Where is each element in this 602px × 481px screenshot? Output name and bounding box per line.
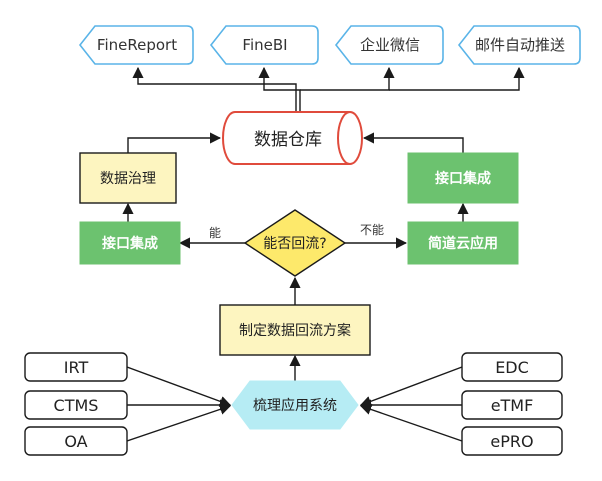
warehouse-label: 数据仓库 xyxy=(254,130,322,150)
decision-diamond: 能否回流? xyxy=(243,209,347,277)
edge-label-no: 不能 xyxy=(360,223,384,237)
system-label: CTMS xyxy=(54,396,99,415)
plan-label: 制定数据回流方案 xyxy=(239,322,351,339)
system-box-edc: EDC xyxy=(461,352,563,382)
connectors xyxy=(122,66,525,442)
sort-systems-hexagon: 梳理应用系统 xyxy=(231,380,359,430)
interface-label: 接口集成 xyxy=(102,235,158,252)
output-label: 邮件自动推送 xyxy=(475,36,565,54)
output-label: FineReport xyxy=(97,36,177,54)
jiandao-label: 简道云应用 xyxy=(428,235,498,252)
system-label: eTMF xyxy=(491,396,534,415)
system-box-epro: ePRO xyxy=(461,426,563,456)
jiandao-cloud-app: 简道云应用 xyxy=(407,221,519,265)
system-label: ePRO xyxy=(490,432,533,451)
sort-systems-label: 梳理应用系统 xyxy=(253,397,337,414)
interface-label: 接口集成 xyxy=(435,170,491,187)
edge-label-yes: 能 xyxy=(209,226,221,240)
system-box-ctms: CTMS xyxy=(24,390,128,420)
decision-label: 能否回流? xyxy=(263,236,326,252)
system-label: IRT xyxy=(64,358,89,377)
governance-label: 数据治理 xyxy=(100,171,156,187)
data-warehouse: 数据仓库 xyxy=(222,111,363,165)
interface-integration-right: 接口集成 xyxy=(407,152,519,204)
system-label: EDC xyxy=(495,358,529,377)
output-label: 企业微信 xyxy=(360,36,420,54)
system-box-oa: OA xyxy=(24,426,128,456)
output-finereport: FineReport xyxy=(78,25,194,65)
system-box-etmf: eTMF xyxy=(461,390,563,420)
data-governance-box: 数据治理 xyxy=(79,152,177,204)
system-label: OA xyxy=(64,432,87,451)
interface-integration-left: 接口集成 xyxy=(79,221,181,265)
system-box-irt: IRT xyxy=(24,352,128,382)
output-email-push: 邮件自动推送 xyxy=(457,25,581,65)
plan-box: 制定数据回流方案 xyxy=(219,304,371,356)
output-finebi: FineBI xyxy=(209,25,319,65)
output-wecom: 企业微信 xyxy=(334,25,444,65)
output-label: FineBI xyxy=(242,36,287,54)
